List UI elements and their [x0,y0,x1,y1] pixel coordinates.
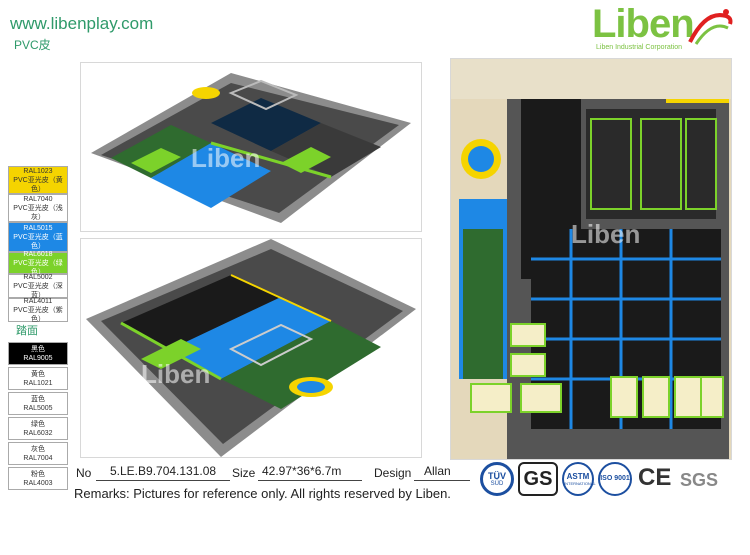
design-value: Allan [424,464,451,478]
floor-swatch-name: 绿色 [31,420,45,428]
size-value: 42.97*36*6.7m [262,464,342,478]
isometric-render-2 [86,239,416,457]
astm-logo: ASTM INTERNATIONAL [562,462,596,496]
isometric-render-1 [91,73,411,223]
no-value: 5.LE.B9.704.131.08 [110,464,217,478]
watermark: Liben [141,359,211,389]
size-underline [258,480,362,481]
floor-swatch-code: RAL1021 [23,379,53,387]
watermark: Liben [191,143,261,173]
floor-swatch-name: 黑色 [31,345,45,353]
liben-logo: Liben [592,2,695,46]
no-underline [96,480,230,481]
slide-logo-icon [688,9,733,45]
floor-swatch-name: 灰色 [31,445,45,453]
iso-logo: ISO 9001 [598,462,632,496]
pvc-swatch-code: RAL5015 [23,224,53,232]
tuv-sub: SÜD [490,481,504,487]
astm-sub: INTERNATIONAL [564,481,596,486]
gs-logo: GS [518,462,558,496]
top-view-render [451,59,731,459]
astm-text: ASTM [566,472,590,481]
floor-title: 踏面 [16,325,38,337]
logo-subtitle: Liben Industrial Corporation [596,44,682,51]
floor-swatch-code: RAL4003 [23,479,53,487]
floor-swatch-name: 粉色 [31,470,45,478]
floor-swatch-code: RAL9005 [23,354,53,362]
pvc-swatch-code: RAL5002 [23,273,53,281]
floor-swatch-name: 蓝色 [31,395,45,403]
website-url: www.libenplay.com [10,14,154,33]
pvc-swatch-code: RAL7040 [23,195,53,203]
pvc-swatch-desc: PVC亚光皮（紫色） [13,306,63,323]
remarks: Remarks: Pictures for reference only. Al… [74,486,451,501]
tuv-logo: TÜV SÜD [480,462,514,496]
pvc-swatch-code: RAL1023 [23,167,53,175]
floor-swatch-code: RAL6032 [23,429,53,437]
floor-swatch-name: 黄色 [31,370,45,378]
render-top-view: Liben [450,58,732,460]
pvc-swatch-desc: PVC亚光皮（黄色） [13,176,63,193]
watermark: Liben [571,219,641,249]
render-top-left: Liben [80,62,422,232]
no-label: No [76,466,92,480]
pvc-swatch-code: RAL6018 [23,250,53,258]
render-bottom-left: Liben [80,238,422,458]
tuv-text: TÜV [488,471,506,481]
pvc-swatch-code: RAL4011 [23,297,53,305]
floor-swatch-code: RAL7004 [23,454,53,462]
pvc-swatch-desc: PVC亚光皮（深蓝） [13,282,63,299]
ce-logo: CE [638,464,672,491]
size-label: Size [232,466,256,480]
sgs-logo: SGS [680,470,719,490]
pvc-swatch-desc: PVC亚光皮（绿色） [13,259,63,276]
pvc-label: PVC皮 [14,38,51,52]
pvc-swatch-desc: PVC亚光皮（蓝色） [13,233,63,250]
design-label: Design [374,466,412,480]
floor-swatch-code: RAL5005 [23,404,53,412]
pvc-swatch-desc: PVC亚光皮（浅灰） [13,204,63,221]
design-underline [414,480,470,481]
